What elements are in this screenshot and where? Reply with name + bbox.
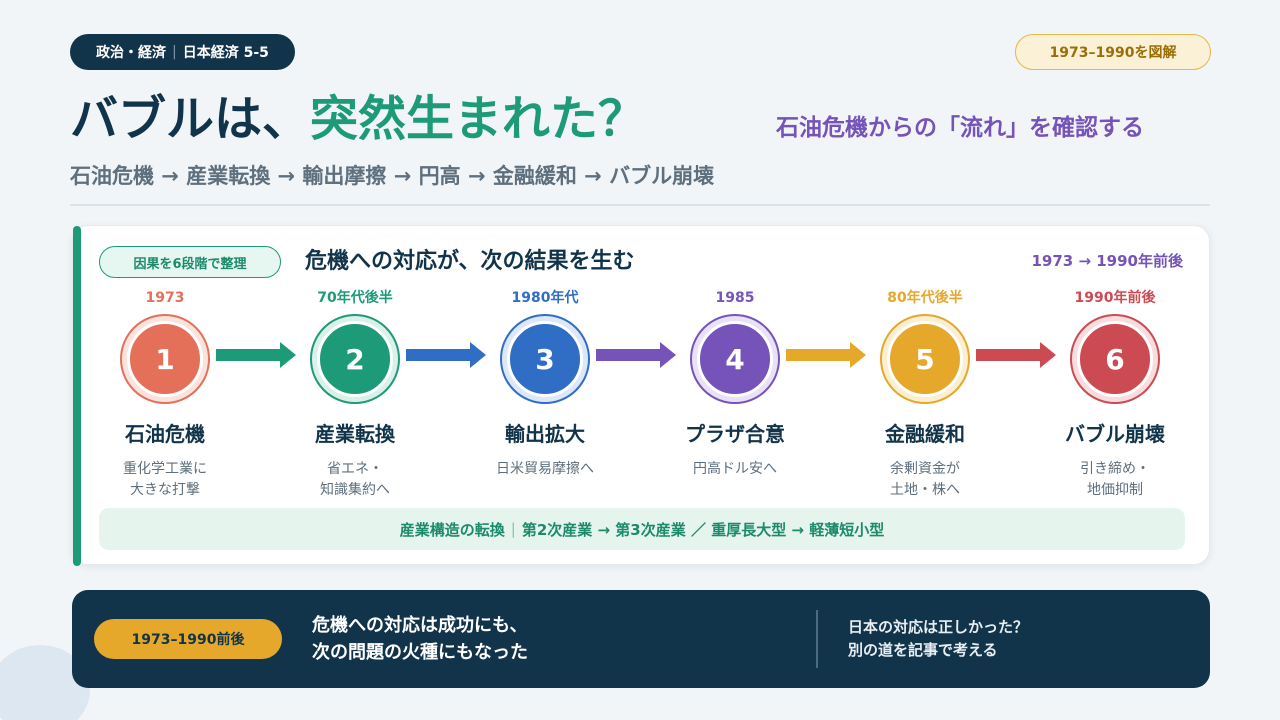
category-tag: 政治・経済 | 日本経済 5-5 xyxy=(70,34,295,70)
step-description: 日米貿易摩擦へ xyxy=(496,461,594,477)
course-label: 日本経済 5-5 xyxy=(182,45,269,61)
timeline-step: 80年代後半 5 金融緩和余剰資金が 土地・株へ xyxy=(840,286,1010,501)
timeline-step: 1985 4 プラザ合意円高ドル安へ xyxy=(650,286,820,480)
step-number-ring: 1 xyxy=(120,314,210,404)
period-pill: 1973–1990前後 xyxy=(94,619,282,659)
separator: | xyxy=(510,520,516,538)
step-number: 6 xyxy=(1077,321,1153,397)
note-text: 第2次産業 → 第3次産業 ／ 重厚長大型 → 軽薄短小型 xyxy=(521,520,885,539)
step-period: 1990年前後 xyxy=(1074,290,1156,306)
timeline-step: 1990年前後 6 バブル崩壊引き締め・ 地価抑制 xyxy=(1030,286,1200,501)
card-range: 1973 → 1990年前後 xyxy=(1031,252,1183,270)
step-name: バブル崩壊 xyxy=(1065,422,1165,446)
separator: | xyxy=(172,44,177,60)
reflection-question: 日本の対応は正しかった？ 別の道を記事で考える xyxy=(848,618,1029,659)
step-number: 5 xyxy=(887,321,963,397)
step-period: 1985 xyxy=(715,290,755,306)
timeline-step: 1973 1 石油危機重化学工業に 大きな打撃 xyxy=(80,286,250,501)
timeline-step: 70年代後半 2 産業転換省エネ・ 知識集約へ xyxy=(270,286,440,501)
divider xyxy=(70,204,1210,206)
note-bar: 産業構造の転換 | 第2次産業 → 第3次産業 ／ 重厚長大型 → 軽薄短小型 xyxy=(99,508,1185,550)
step-description: 省エネ・ 知識集約へ xyxy=(320,461,390,498)
step-number-ring: 3 xyxy=(500,314,590,404)
arrow-icon xyxy=(976,342,1056,368)
timeline-step: 1980年代 3 輸出拡大日米貿易摩擦へ xyxy=(460,286,630,480)
step-number: 4 xyxy=(697,321,773,397)
step-period: 70年代後半 xyxy=(317,290,393,306)
arrow-icon xyxy=(406,342,486,368)
step-number: 3 xyxy=(507,321,583,397)
summary-message: 危機への対応は成功にも、 次の問題の火種にもなった xyxy=(312,615,528,663)
card-title: 危機への対応が、次の結果を生む xyxy=(305,249,635,274)
step-period: 1980年代 xyxy=(511,290,579,306)
step-description: 円高ドル安へ xyxy=(693,461,777,477)
arrow-icon xyxy=(216,342,296,368)
step-number-ring: 4 xyxy=(690,314,780,404)
vertical-divider xyxy=(816,610,818,668)
step-name: プラザ合意 xyxy=(685,422,785,446)
step-name: 金融緩和 xyxy=(885,422,965,446)
arrow-icon xyxy=(596,342,676,368)
causal-card: 因果を6段階で整理 危機への対応が、次の結果を生む 1973 → 1990年前後… xyxy=(72,225,1210,566)
title-main: バブルは、 xyxy=(70,91,311,147)
flow-summary: 石油危機 → 産業転換 → 輸出摩擦 → 円高 → 金融緩和 → バブル崩壊 xyxy=(70,164,715,188)
step-description: 引き締め・ 地価抑制 xyxy=(1080,461,1150,498)
step-name: 産業転換 xyxy=(315,422,395,446)
step-name: 石油危機 xyxy=(125,422,205,446)
step-name: 輸出拡大 xyxy=(505,422,585,446)
step-number: 2 xyxy=(317,321,393,397)
step-number-ring: 2 xyxy=(310,314,400,404)
step-description: 余剰資金が 土地・株へ xyxy=(890,461,960,498)
step-description: 重化学工業に 大きな打撃 xyxy=(123,461,207,498)
step-number: 1 xyxy=(127,321,203,397)
title-accent: 突然生まれた？ xyxy=(310,91,647,147)
page-title: バブルは、突然生まれた？ xyxy=(70,86,646,152)
range-badge: 1973–1990を図解 xyxy=(1015,34,1211,70)
subheading: 石油危機からの「流れ」を確認する xyxy=(776,115,1144,141)
steps-badge: 因果を6段階で整理 xyxy=(99,246,281,278)
summary-banner: 1973–1990前後 危機への対応は成功にも、 次の問題の火種にもなった 日本… xyxy=(72,590,1210,688)
step-number-ring: 6 xyxy=(1070,314,1160,404)
arrow-icon xyxy=(786,342,866,368)
accent-bar xyxy=(73,226,81,566)
note-label: 産業構造の転換 xyxy=(399,520,505,539)
step-period: 80年代後半 xyxy=(887,290,963,306)
step-period: 1973 xyxy=(145,290,185,306)
step-number-ring: 5 xyxy=(880,314,970,404)
category-label: 政治・経済 xyxy=(96,45,166,61)
